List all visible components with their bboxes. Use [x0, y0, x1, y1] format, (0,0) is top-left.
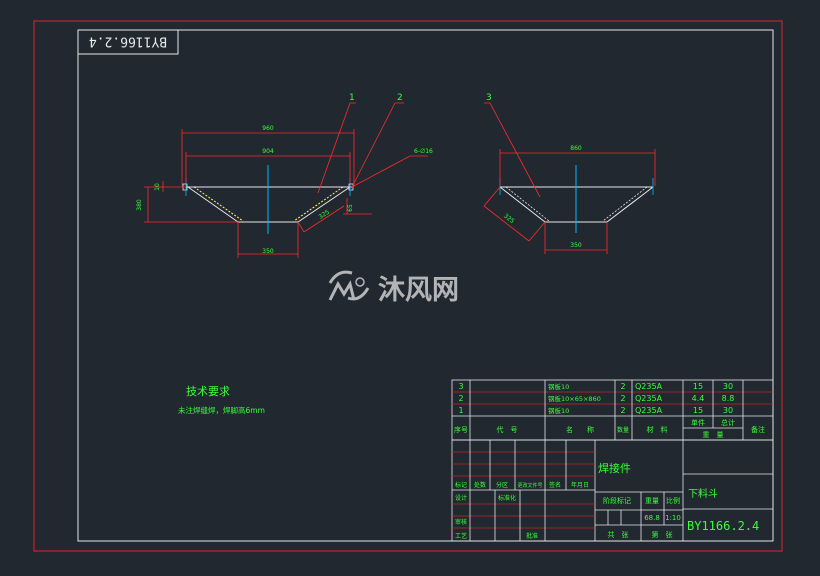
svg-text:1: 1: [458, 406, 463, 415]
stage-mark-label: 阶段标记: [603, 496, 631, 505]
inner-frame: [77, 29, 774, 542]
svg-text:30: 30: [723, 382, 733, 391]
weight-value: 68.8: [644, 514, 660, 522]
material-name: 焊接件: [598, 461, 631, 475]
scale-label: 比例: [666, 496, 680, 505]
rev-mark: 标记: [455, 481, 467, 489]
svg-text:代 号: 代 号: [497, 425, 518, 434]
title-block-text: 标记 处数 分区 更改文件号 签名 年月日 设计 标准化 审核 工艺 批准 阶段…: [455, 481, 681, 540]
svg-text:2: 2: [620, 394, 625, 403]
flipped-code-box: BY1166.2.4: [77, 29, 179, 55]
rev-date: 年月日: [571, 481, 589, 489]
svg-text:8.8: 8.8: [722, 394, 735, 403]
role-std: 标准化: [498, 494, 516, 502]
watermark-logo-icon: [328, 270, 370, 301]
right-view: 860 350 325 3: [483, 93, 656, 254]
svg-text:数量: 数量: [617, 426, 629, 434]
dim-bottom: 350: [262, 248, 274, 255]
r-dim-bottom: 350: [570, 242, 582, 249]
svg-text:2: 2: [620, 382, 625, 391]
watermark-text: 沐风网: [378, 275, 459, 306]
flipped-code: BY1166.2.4: [89, 34, 167, 49]
svg-text:钢板10: 钢板10: [548, 382, 569, 391]
dim-top-outer: 960: [262, 125, 274, 132]
svg-text:2: 2: [620, 406, 625, 415]
svg-text:材 料: 材 料: [647, 425, 668, 434]
weight-label: 重量: [645, 497, 659, 505]
outer-border: [33, 20, 783, 552]
dim-small-right: 65: [347, 204, 354, 212]
tech-req-text: 未注焊缝焊，焊脚高6mm: [178, 405, 265, 415]
role-process: 工艺: [455, 532, 467, 540]
svg-text:30: 30: [723, 406, 733, 415]
svg-text:总计: 总计: [721, 418, 735, 427]
rev-count: 处数: [474, 481, 486, 489]
part-name: 下料斗: [688, 487, 718, 500]
role-design: 设计: [455, 494, 467, 502]
tech-req-title: 技术要求: [186, 385, 230, 398]
svg-text:2: 2: [458, 394, 463, 403]
dim-top-inner: 904: [262, 148, 274, 155]
table-row: 2 钢板10×65×860 2 Q235A 4.4 8.8: [458, 394, 734, 403]
sheet-no: 第 张: [652, 530, 673, 539]
sheets-total: 共 张: [608, 530, 629, 539]
callout-3: 3: [486, 93, 492, 103]
watermark: 沐风网: [328, 270, 459, 306]
role-review: 审核: [455, 518, 467, 526]
table-row: 3 钢板10 2 Q235A 15 30: [458, 382, 733, 391]
parts-table: [451, 379, 774, 441]
callout-2: 2: [397, 93, 403, 103]
svg-text:4.4: 4.4: [692, 394, 705, 403]
svg-text:钢板10×65×860: 钢板10×65×860: [548, 394, 601, 403]
dim-thickness: 10: [154, 183, 161, 191]
svg-text:Q235A: Q235A: [635, 406, 663, 415]
dim-hole-note: 6-∅16: [414, 148, 433, 155]
svg-text:备注: 备注: [751, 425, 765, 434]
dim-height: 380: [136, 199, 143, 211]
svg-text:单件: 单件: [691, 418, 705, 427]
r-dim-top: 860: [570, 145, 582, 152]
table-row: 1 钢板10 2 Q235A 15 30: [458, 406, 733, 415]
svg-text:重 量: 重 量: [703, 431, 724, 439]
svg-text:Q235A: Q235A: [635, 382, 663, 391]
rev-sign: 签名: [549, 481, 561, 489]
left-view: 960 904 350 380 10 325 65 6-∅16 1 2: [136, 93, 433, 258]
svg-text:Q235A: Q235A: [635, 394, 663, 403]
svg-text:15: 15: [693, 382, 703, 391]
scale-value: 1:10: [665, 514, 681, 522]
rev-zone: 分区: [496, 481, 508, 489]
rev-file: 更改文件号: [517, 482, 542, 489]
svg-text:15: 15: [693, 406, 703, 415]
svg-text:序号: 序号: [454, 425, 468, 434]
callout-1: 1: [349, 93, 355, 103]
parts-rows: 3 钢板10 2 Q235A 15 30 2 钢板10×65×860 2 Q23…: [454, 382, 765, 439]
table-header: 序号 代 号 名 称 数量 材 料 单件 总计 重 量 备注: [454, 418, 765, 439]
role-approve: 批准: [526, 532, 538, 540]
title-block: [451, 439, 774, 542]
svg-text:钢板10: 钢板10: [548, 406, 569, 415]
drawing-code: BY1166.2.4: [687, 519, 759, 533]
r-dim-slope: 325: [502, 213, 515, 226]
svg-text:名 称: 名 称: [566, 425, 594, 434]
svg-text:3: 3: [458, 382, 463, 391]
